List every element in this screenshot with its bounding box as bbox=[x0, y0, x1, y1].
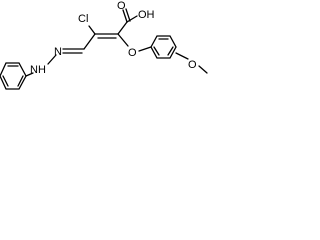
bond-c-acid-oh bbox=[126, 15, 138, 23]
bond-nh-phenyl bbox=[25, 72, 34, 77]
bond-cl-c bbox=[88, 25, 96, 35]
bond-ether-o-ring bbox=[138, 46, 152, 52]
ether-oxygen-label: O bbox=[128, 47, 137, 59]
bond-c3-c-acid bbox=[117, 21, 128, 35]
methoxy-oxygen-label: O bbox=[188, 59, 197, 71]
atom-labels: Cl OH O O O N NH bbox=[30, 0, 197, 76]
bond-n-nh bbox=[47, 54, 57, 65]
chlorine-label: Cl bbox=[78, 13, 88, 25]
bond-ring-methoxy-o bbox=[175, 52, 189, 60]
bond-methoxy-o-ch3 bbox=[198, 65, 208, 74]
bond-c-acid-o bbox=[122, 9, 128, 23]
molecule-structure-diagram: Cl OH O O O N NH bbox=[0, 0, 208, 90]
phenyl-ring bbox=[0, 62, 27, 90]
carbonyl-oxygen-label: O bbox=[117, 0, 126, 12]
bond-c-acid-o-double bbox=[125, 8, 131, 22]
bonds bbox=[25, 8, 208, 77]
nh-label: NH bbox=[30, 64, 46, 76]
n-label: N bbox=[54, 46, 62, 58]
hydroxyl-label: OH bbox=[138, 9, 155, 21]
bond-c2-ch bbox=[83, 33, 96, 50]
bond-c3-ether-o bbox=[117, 33, 129, 47]
methoxyphenyl-ring bbox=[150, 35, 177, 59]
